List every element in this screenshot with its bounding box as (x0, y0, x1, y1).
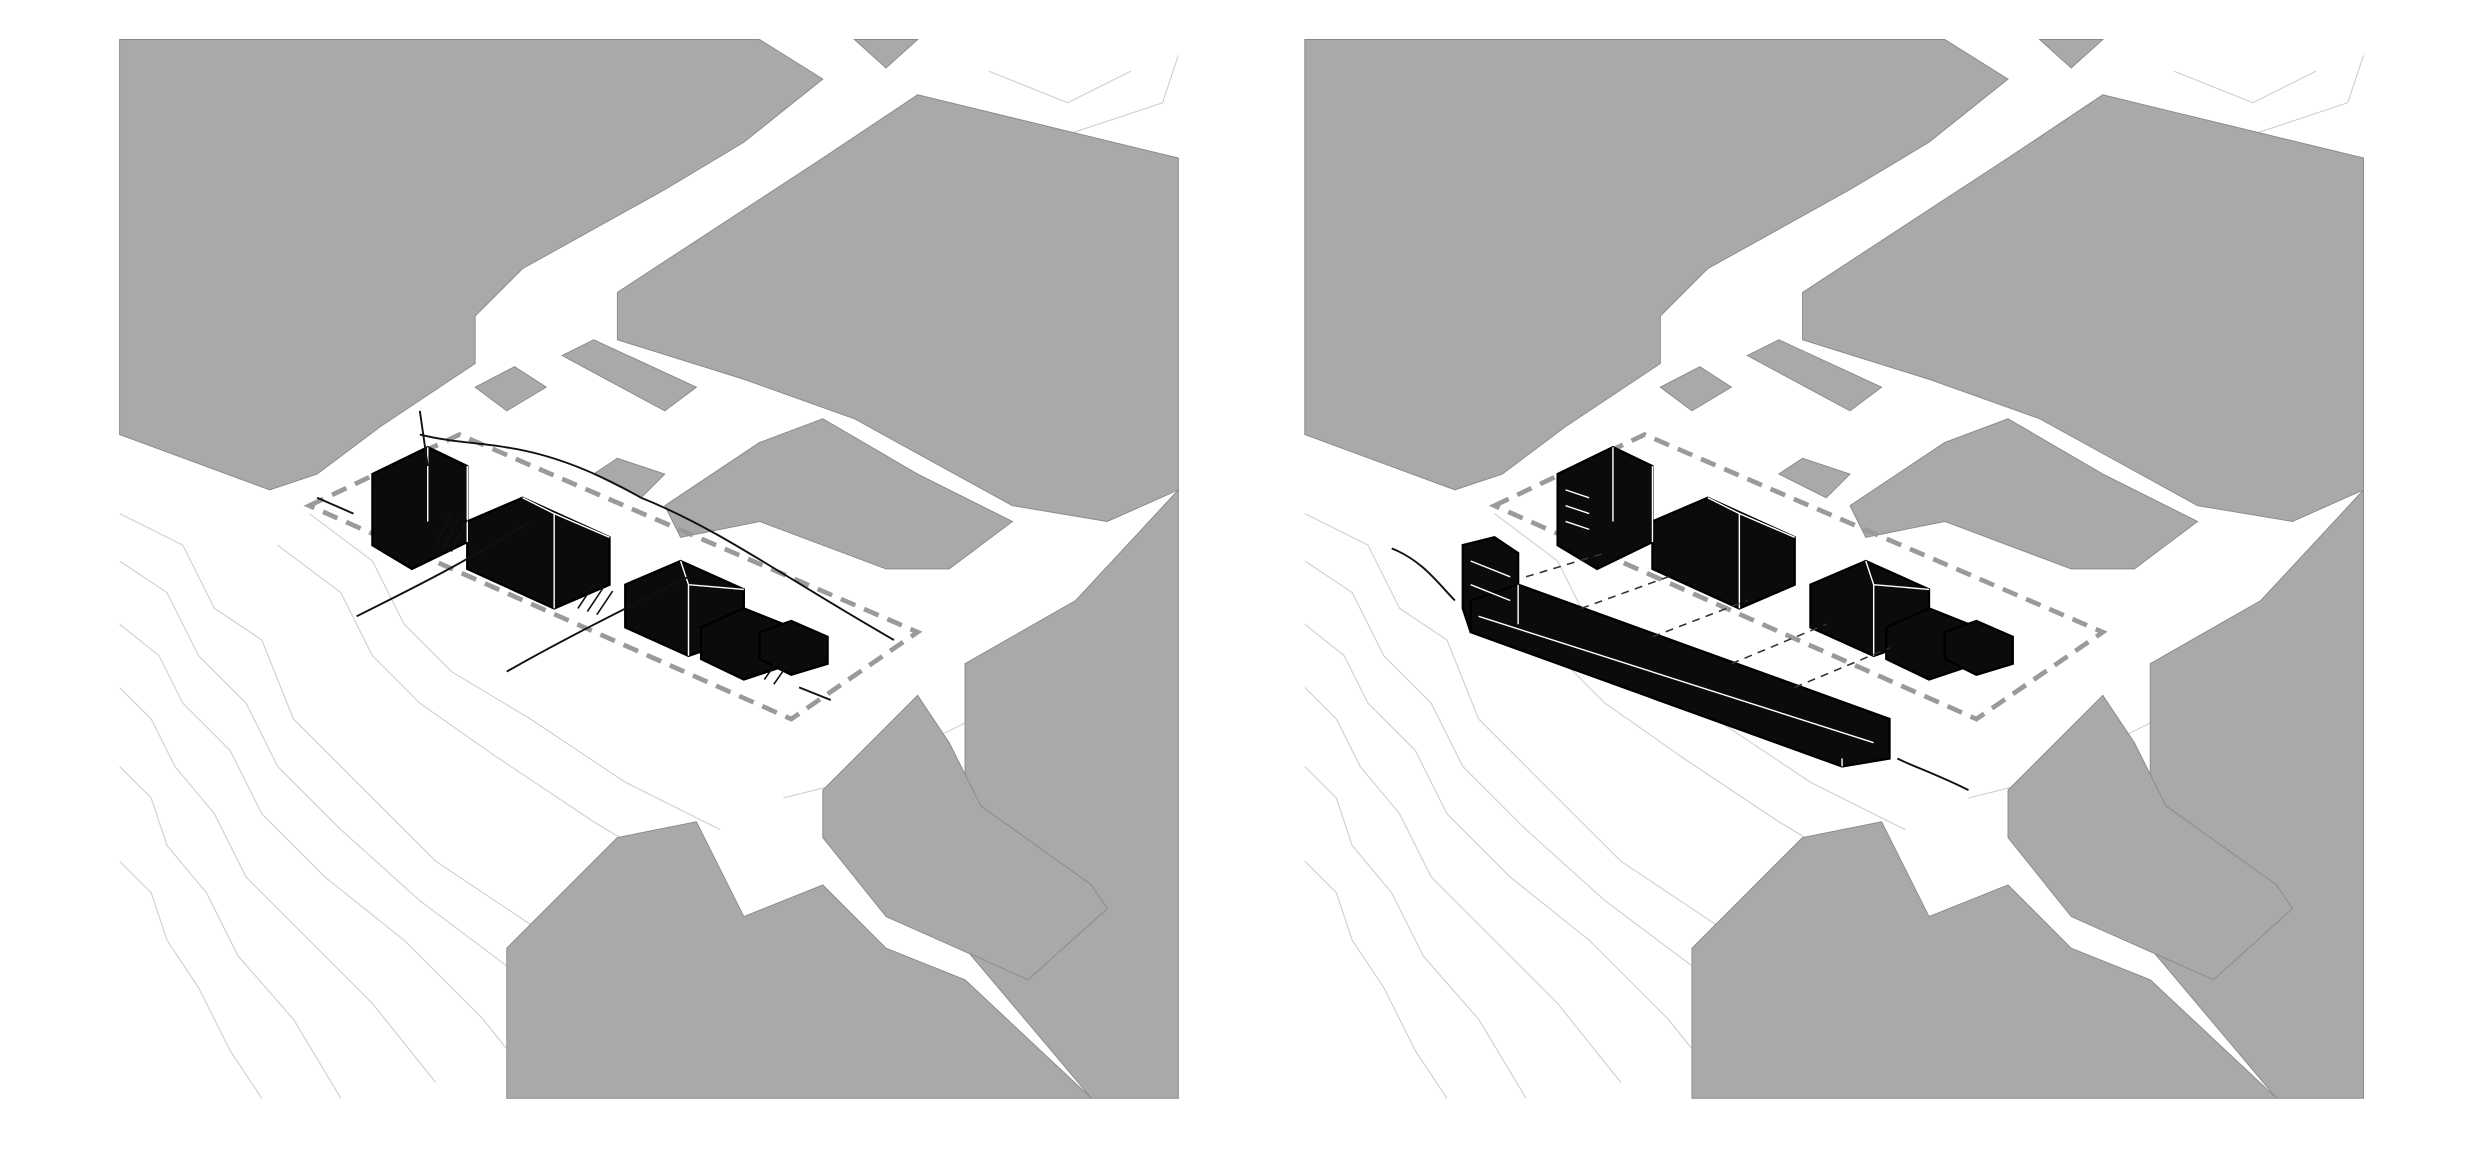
flow-arrow (419, 433, 895, 641)
flow-arrows (316, 410, 895, 701)
mass-block-5 (1943, 619, 2014, 677)
connection-arrows (1525, 552, 1890, 689)
flow-arrow (418, 410, 429, 467)
panel-right (1305, 40, 2364, 1099)
proposed-massing (1556, 445, 2014, 681)
hatched-voids (434, 513, 786, 685)
flow-arrows (1391, 547, 1969, 791)
flow-arrow (506, 575, 689, 673)
flow-arrow (1391, 547, 1456, 602)
flow-arrow (798, 686, 832, 701)
flow-arrow (356, 520, 531, 618)
mass-block-5 (758, 619, 829, 677)
mass-block-2 (466, 496, 611, 610)
proposed-massing (371, 445, 829, 681)
mass-block-2 (1651, 496, 1796, 610)
linear-bar (1461, 536, 1891, 768)
flow-arrow (316, 496, 354, 515)
flow-arrow (1896, 757, 1969, 791)
mass-block-1 (371, 445, 469, 571)
panel-left (120, 40, 1179, 1099)
